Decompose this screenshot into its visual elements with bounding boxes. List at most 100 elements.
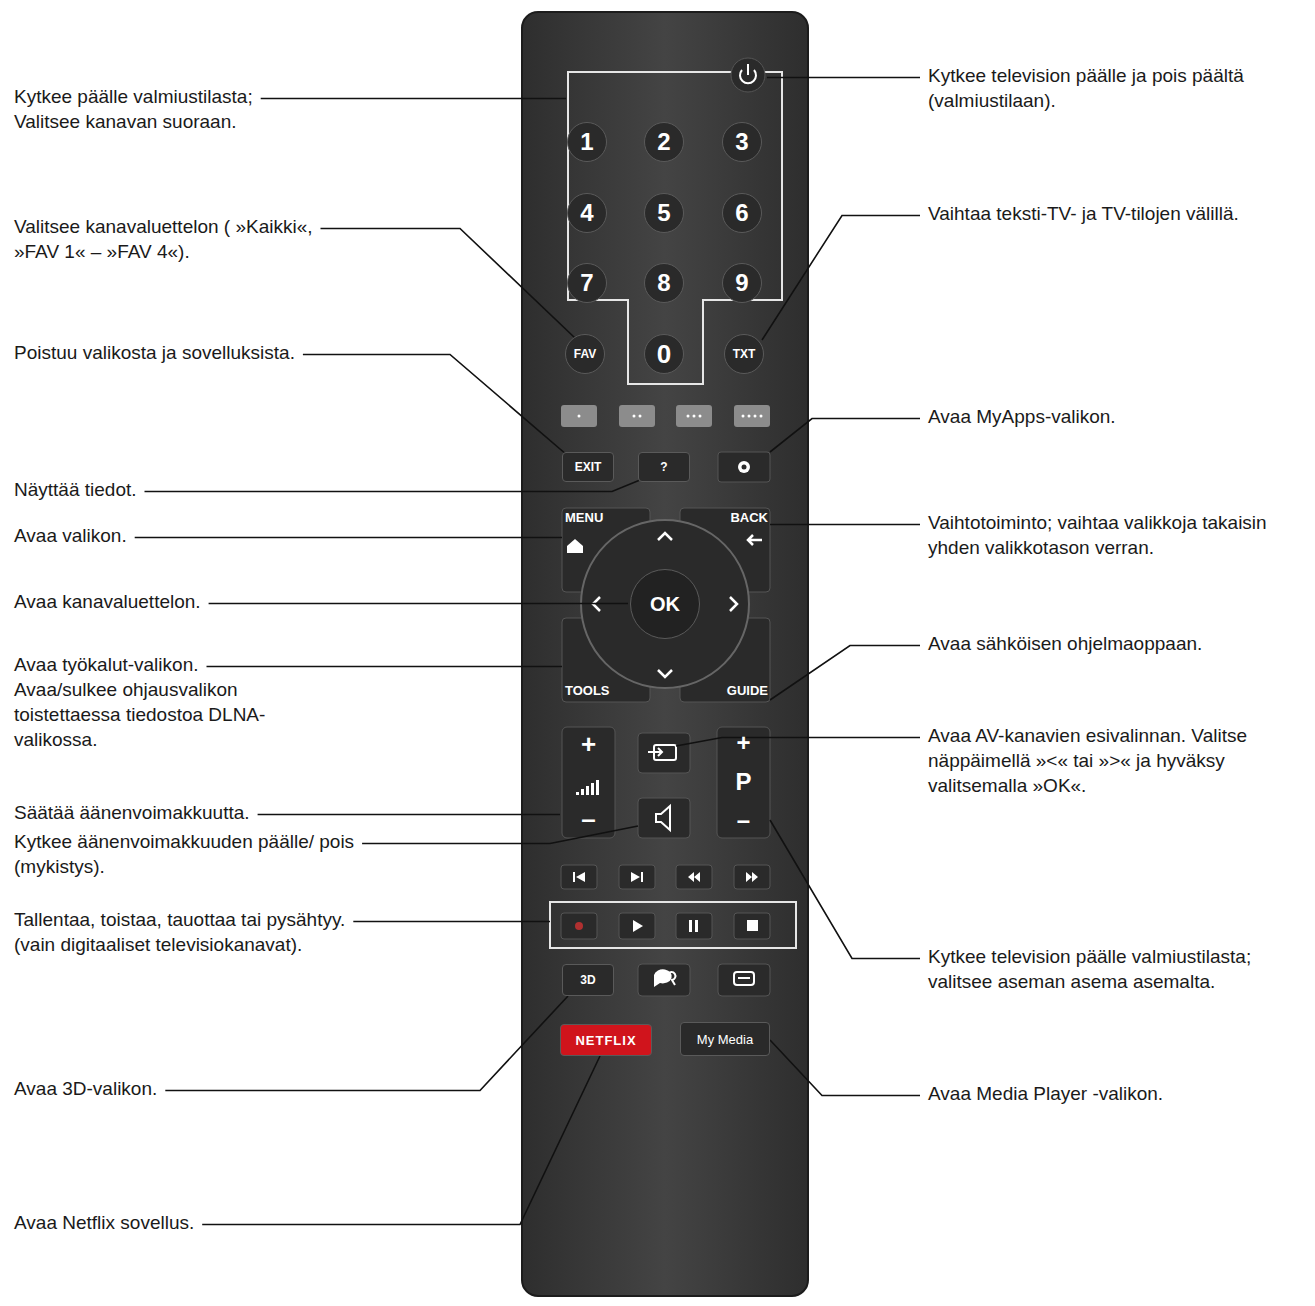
callout-text: Kytkee päälle valmiustilasta; Valitsee k… — [14, 84, 314, 134]
button-text: ? — [660, 460, 667, 474]
button-text: My Media — [697, 1032, 753, 1047]
button-text: 1 — [580, 128, 593, 156]
remote-button: TOOLS — [565, 676, 635, 698]
transport-buttons — [550, 865, 796, 948]
button-text: 9 — [735, 269, 748, 297]
callout-text: Avaa valikon. — [14, 523, 314, 548]
remote-button: 8 — [644, 263, 684, 303]
leader-line — [207, 666, 563, 668]
remote-button: +– — [562, 727, 615, 838]
button-text: 8 — [657, 269, 670, 297]
leader-line — [135, 537, 562, 539]
leader-line — [770, 419, 920, 453]
button-text: BACK — [730, 510, 768, 525]
button-text: NETFLIX — [575, 1033, 636, 1048]
remote-button: 3D — [562, 964, 614, 996]
leader-line — [209, 603, 628, 605]
leader-line — [202, 1056, 600, 1225]
callout-text: Avaa työkalut-valikon. Avaa/sulkee ohjau… — [14, 652, 274, 752]
remote-button: ? — [638, 452, 690, 482]
leader-line — [770, 524, 920, 526]
button-text: GUIDE — [727, 683, 768, 698]
leader-line — [165, 996, 568, 1091]
leader-line — [321, 229, 576, 339]
leader-line — [258, 814, 560, 816]
leader-line — [770, 1040, 920, 1096]
remote-button: TXT — [724, 334, 764, 374]
callout-text: Näyttää tiedot. — [14, 477, 314, 502]
button-text: 4 — [580, 199, 593, 227]
callout-text: Avaa Netflix sovellus. — [14, 1210, 314, 1235]
power-button — [731, 58, 765, 92]
remote-button: 4 — [567, 193, 607, 233]
callout-text: Avaa MyApps-valikon. — [928, 404, 1306, 429]
callout-text: Avaa AV-kanavien esivalinnan. Valitse nä… — [928, 723, 1298, 798]
button-text: TOOLS — [565, 683, 610, 698]
callout-text: Vaihtaa teksti-TV- ja TV-tilojen välillä… — [928, 201, 1306, 226]
number-frame — [568, 72, 782, 384]
button-text: 7 — [580, 269, 593, 297]
leader-line — [261, 98, 566, 100]
button-text: FAV — [574, 347, 596, 361]
leader-line — [770, 820, 920, 959]
button-text: EXIT — [575, 460, 602, 474]
callout-text: Avaa 3D-valikon. — [14, 1076, 314, 1101]
button-text: 5 — [657, 199, 670, 227]
callout-text: Avaa sähköisen ohjelmaoppaan. — [928, 631, 1306, 656]
callout-text: Säätää äänenvoimakkuutta. — [14, 800, 334, 825]
button-text: – — [581, 806, 595, 832]
callout-text: Poistuu valikosta ja sovelluksista. — [14, 340, 414, 365]
leader-line — [770, 646, 920, 701]
button-text: 3D — [580, 973, 595, 987]
button-text: TXT — [733, 347, 756, 361]
remote-button: 9 — [722, 263, 762, 303]
button-text: MENU — [565, 510, 603, 525]
remote-button: + P – — [717, 727, 770, 838]
remote-button: 1 — [567, 122, 607, 162]
remote-button: EXIT — [562, 452, 614, 482]
remote-button: 5 — [644, 193, 684, 233]
leader-line — [676, 738, 920, 747]
callout-text: Kytkee television päälle valmiustilasta;… — [928, 944, 1312, 994]
callout-text: Kytkee äänenvoimakkuuden päälle/ pois (m… — [14, 829, 374, 879]
button-text: P — [735, 770, 751, 794]
navigation-pad — [562, 508, 770, 702]
button-text: 0 — [657, 339, 671, 370]
leader-line — [362, 826, 638, 844]
mute-button — [638, 798, 690, 838]
button-text: 2 — [657, 128, 670, 156]
callout-text: Valitsee kanavaluettelon ( »Kaikki«, »FA… — [14, 214, 314, 264]
button-text: 6 — [735, 199, 748, 227]
button-text: + — [736, 731, 750, 755]
leader-line — [303, 355, 567, 456]
leader-line — [767, 77, 920, 79]
callout-text: Vaihtotoiminto; vaihtaa valikkoja takais… — [928, 510, 1306, 560]
remote-button: BACK — [700, 510, 768, 532]
myapps-button — [718, 452, 770, 482]
remote-button: GUIDE — [696, 676, 768, 698]
remote-button: NETFLIX — [560, 1024, 652, 1056]
remote-button: OK — [630, 569, 700, 639]
remote-button: 7 — [567, 263, 607, 303]
remote-button: FAV — [565, 334, 605, 374]
callout-text: Avaa kanavaluettelon. — [14, 589, 314, 614]
remote-button: 3 — [722, 122, 762, 162]
program-rocker — [717, 727, 770, 838]
lower-buttons — [638, 964, 770, 996]
button-text: – — [737, 808, 750, 832]
callout-text: Kytkee television päälle ja pois päältä … — [928, 63, 1312, 113]
color-buttons — [561, 405, 770, 427]
button-text: + — [581, 731, 596, 757]
remote-button: 0 — [644, 334, 684, 374]
leader-line — [353, 921, 550, 923]
remote-button: 2 — [644, 122, 684, 162]
button-text: 3 — [735, 128, 748, 156]
callout-text: Avaa Media Player -valikon. — [928, 1081, 1306, 1106]
button-text: OK — [650, 593, 680, 616]
callout-text: Tallentaa, toistaa, tauottaa tai pysähty… — [14, 907, 354, 957]
leader-line — [762, 216, 920, 341]
remote-button: MENU — [565, 510, 625, 532]
source-button — [638, 733, 690, 773]
volume-rocker — [562, 727, 615, 838]
remote-button: My Media — [680, 1022, 770, 1056]
